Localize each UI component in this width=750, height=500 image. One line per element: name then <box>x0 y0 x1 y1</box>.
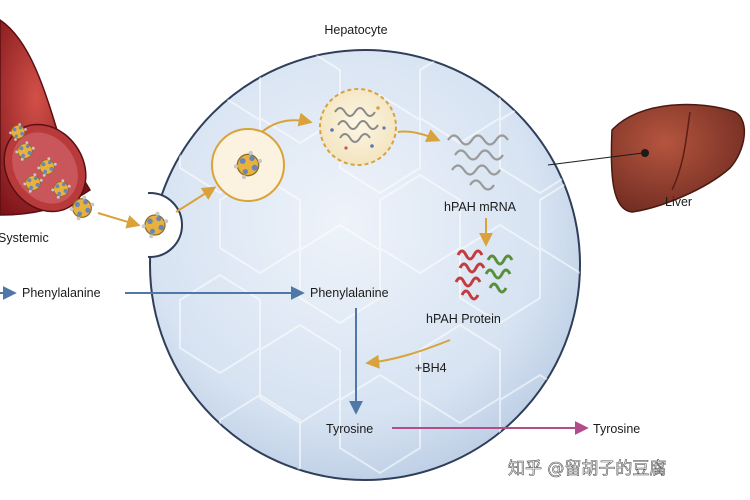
label-bh4: +BH4 <box>415 361 447 375</box>
endosome <box>211 128 285 202</box>
arrow-bh4-catalysis <box>365 339 451 369</box>
label-tyrosine-outside: Tyrosine <box>593 422 640 436</box>
watermark: 知乎 @留胡子的豆腐 <box>508 459 666 479</box>
label-hpah-protein: hPAH Protein <box>426 312 501 326</box>
label-phenylalanine-inside: Phenylalanine <box>310 286 389 300</box>
hpah-mrna-strands <box>447 134 509 191</box>
liver-connector-line <box>547 152 644 166</box>
blood-vessel <box>0 19 92 216</box>
liver-organ <box>610 103 746 213</box>
arrow-vessel-to-cell <box>97 212 141 229</box>
label-hpah-mrna: hPAH mRNA <box>444 200 517 214</box>
arrow-mrna-release <box>397 129 441 143</box>
label-tyrosine-inside: Tyrosine <box>326 422 373 436</box>
label-phenylalanine-outside: Phenylalanine <box>22 286 101 300</box>
label-systemic: Systemic <box>0 231 49 245</box>
mrna-release-vesicle <box>319 88 397 166</box>
label-liver: Liver <box>665 195 692 209</box>
label-hepatocyte: Hepatocyte <box>324 23 387 37</box>
hpah-protein-structure <box>454 249 514 301</box>
arrow-endosomal-escape <box>261 112 313 133</box>
arrow-uptake <box>175 186 217 213</box>
cell-texture <box>179 50 580 480</box>
